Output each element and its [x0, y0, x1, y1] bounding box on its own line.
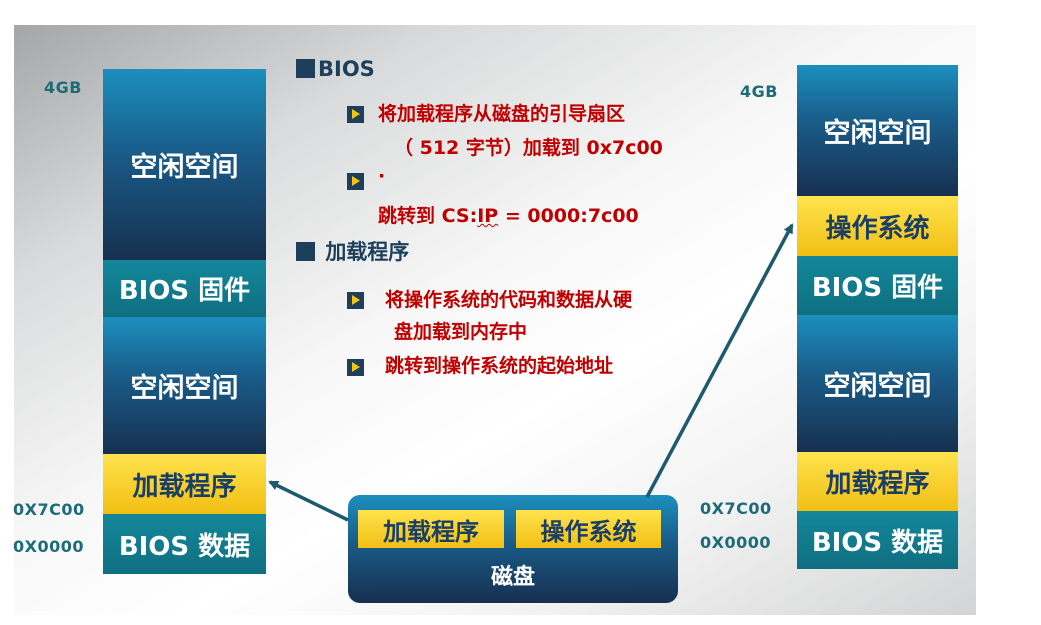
- disk-loader-partition: 加载程序: [358, 510, 504, 548]
- loader-item2-line1: 跳转到操作系统的起始地址: [385, 355, 614, 377]
- loader-heading: 加载程序: [296, 236, 409, 266]
- right-bios-firmware: BIOS 固件: [797, 256, 958, 315]
- right-addr-4gb: 4GB: [740, 82, 778, 101]
- arrow-disk-to-loader: [268, 480, 349, 522]
- left-bios-firmware: BIOS 固件: [103, 260, 266, 317]
- left-addr-0000: 0X0000: [13, 537, 84, 556]
- right-bios-data: BIOS 数据: [797, 511, 958, 569]
- bullet-arrow-icon: [347, 106, 364, 123]
- right-addr-0000: 0X0000: [700, 533, 771, 552]
- heading-square-icon: [296, 242, 315, 261]
- bullet-arrow-icon: [347, 173, 364, 190]
- right-operating-system: 操作系统: [797, 196, 958, 256]
- right-addr-7c00: 0X7C00: [700, 499, 772, 518]
- right-free-space-top: 空闲空间: [797, 65, 958, 196]
- right-memory-map: 空闲空间 操作系统 BIOS 固件 空闲空间 加载程序 BIOS 数据: [797, 65, 958, 569]
- ip-spellcheck-underline: IP: [477, 205, 499, 227]
- left-free-space-bottom: 空闲空间: [103, 317, 266, 454]
- left-addr-4gb: 4GB: [44, 78, 82, 97]
- disk: 加载程序 操作系统 磁盘: [348, 495, 678, 603]
- left-free-space-top: 空闲空间: [103, 69, 266, 260]
- bios-item2-line1: ·: [378, 165, 386, 187]
- left-memory-map: 空闲空间 BIOS 固件 空闲空间 加载程序 BIOS 数据: [103, 69, 266, 574]
- disk-os-partition: 操作系统: [516, 510, 661, 548]
- right-free-space-bottom: 空闲空间: [797, 315, 958, 452]
- bullet-arrow-icon: [347, 292, 364, 309]
- left-bios-data: BIOS 数据: [103, 514, 266, 574]
- arrow-disk-to-os: [645, 223, 794, 498]
- disk-label: 磁盘: [490, 565, 535, 590]
- heading-square-icon: [296, 59, 315, 78]
- bios-heading: BIOS: [296, 57, 375, 81]
- loader-item1-line2: 盘加载到内存中: [394, 321, 528, 343]
- right-loader: 加载程序: [797, 452, 958, 511]
- left-loader: 加载程序: [103, 454, 266, 514]
- loader-item1-line1: 将操作系统的代码和数据从硬: [385, 289, 633, 311]
- bullet-arrow-icon: [347, 359, 364, 376]
- bios-item1-line1: 将加载程序从磁盘的引导扇区: [378, 103, 626, 125]
- left-addr-7c00: 0X7C00: [13, 500, 85, 519]
- bios-item2-line2: 跳转到 CS:IP = 0000:7c00: [378, 205, 639, 227]
- bios-item1-line2: （ 512 字节）加载到 0x7c00: [394, 137, 663, 159]
